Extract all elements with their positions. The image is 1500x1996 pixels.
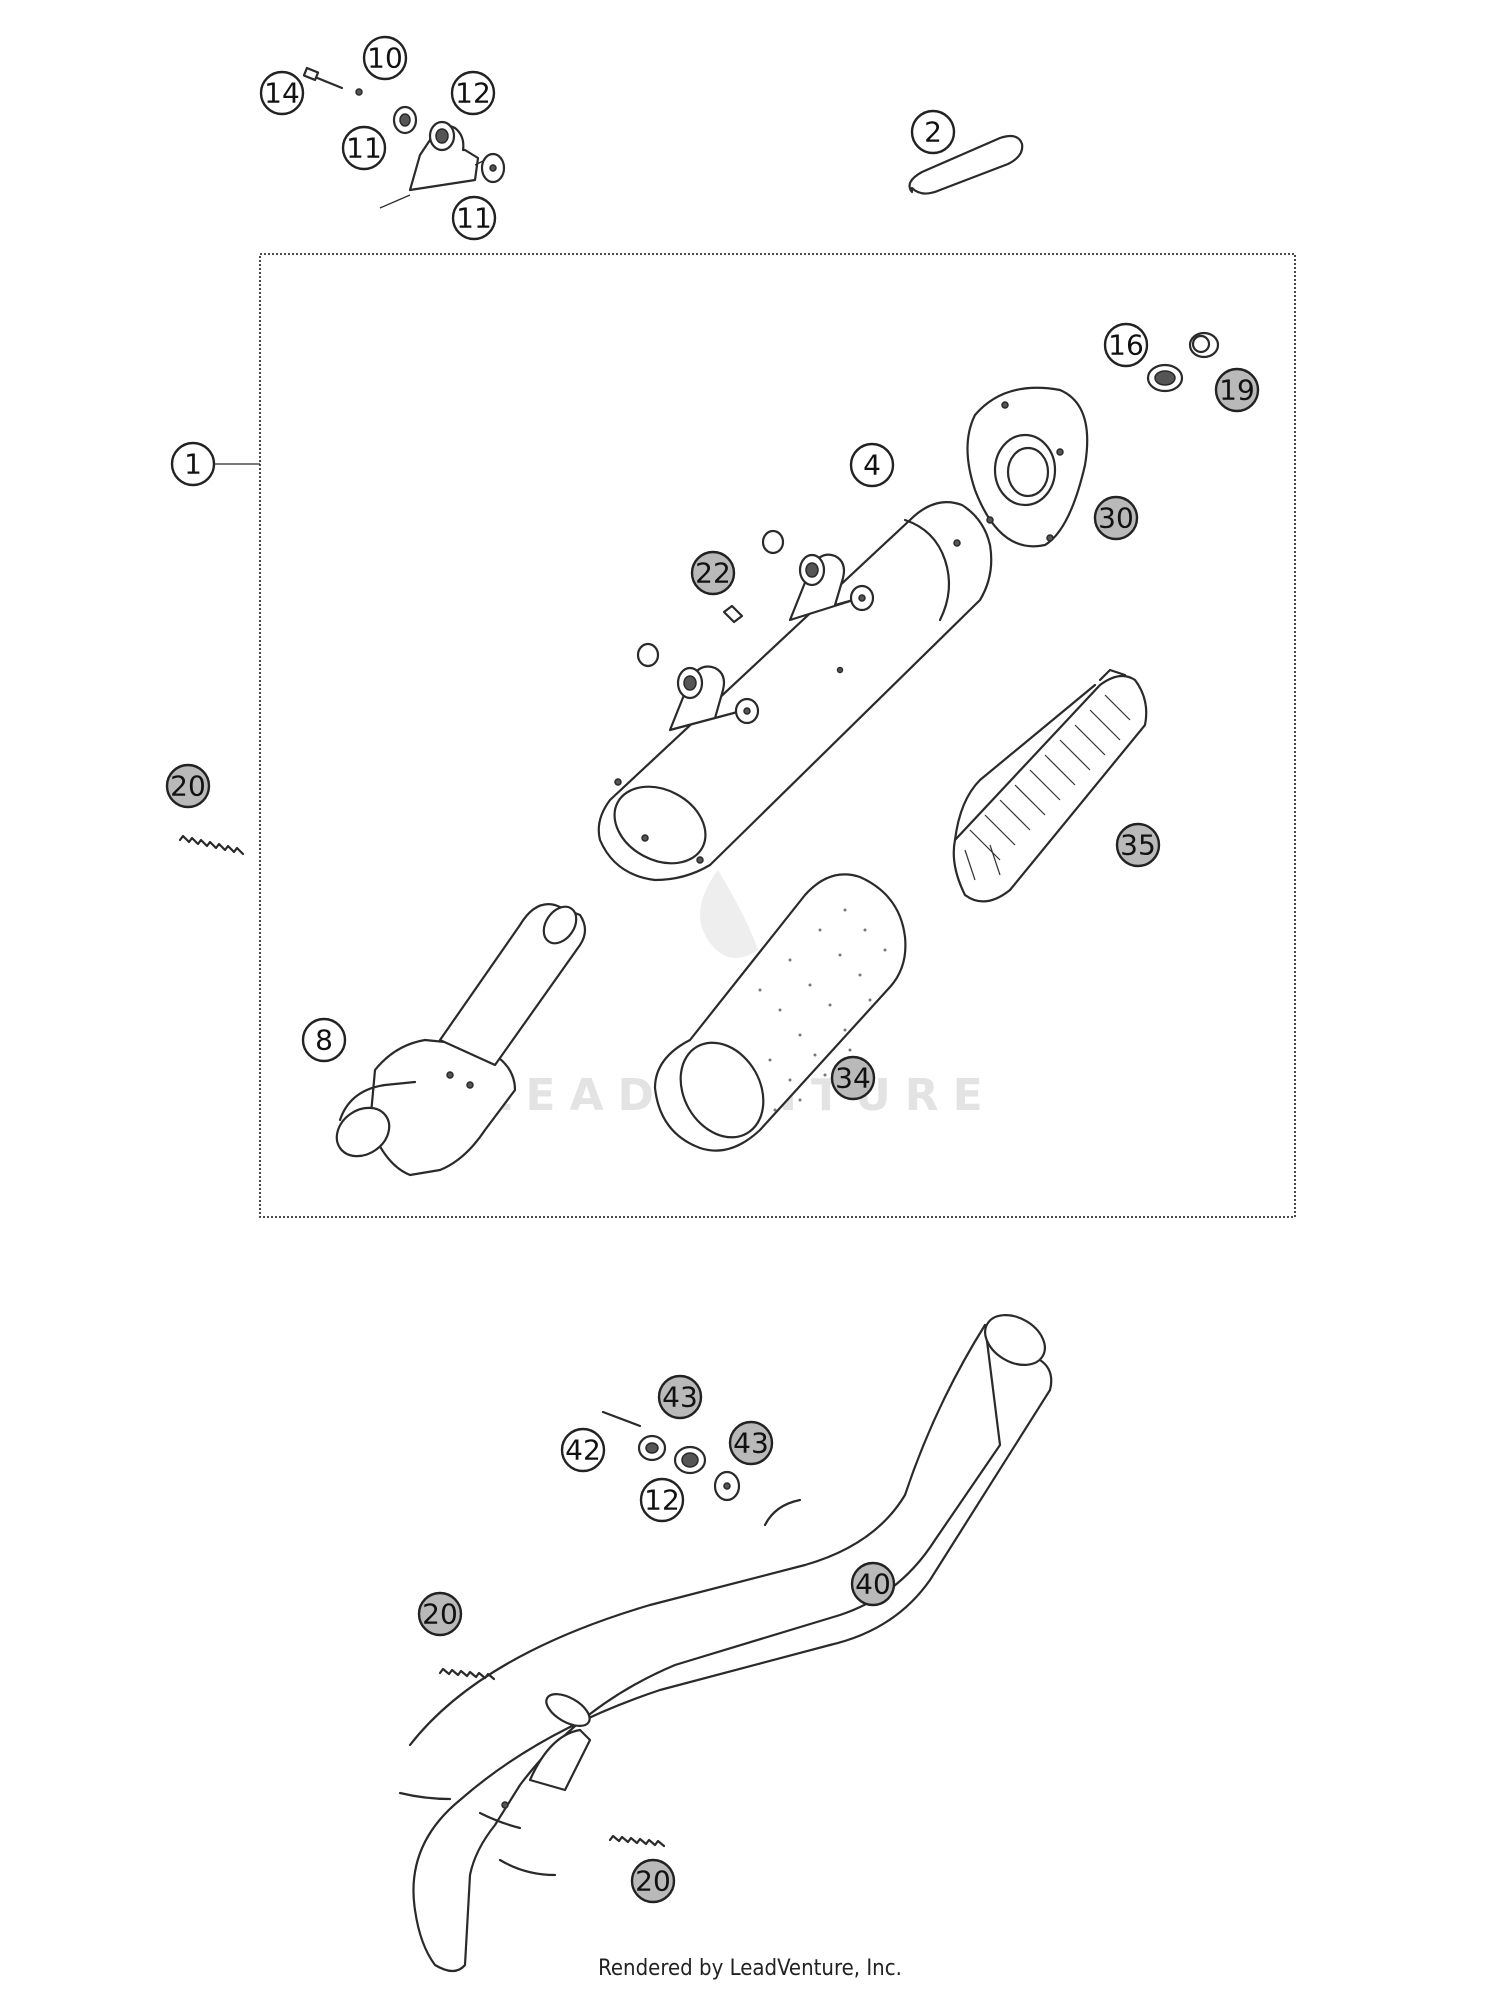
callout-label: 22 [695,557,731,590]
callout-label: 1 [184,448,202,481]
callout-label: 19 [1219,374,1255,407]
callout-label: 10 [367,42,403,75]
footer-credit: Rendered by LeadVenture, Inc. [598,1956,902,1981]
callout-42: 42 [560,1427,606,1473]
callout-label: 12 [455,77,491,110]
bracket-hardware-lower [601,1410,741,1502]
gasket-part-2 [908,134,1024,195]
callout-1: 1 [170,441,216,487]
callout-43-right: 43 [728,1420,774,1466]
callout-11-upper: 11 [341,125,387,171]
callout-label: 30 [1098,502,1134,535]
perforated-tube-part-34 [653,873,907,1152]
end-cap-part-30 [966,386,1089,548]
callout-label: 20 [635,1865,671,1898]
spring-part-20-left [178,834,245,856]
callout-12-bottom: 12 [639,1477,685,1523]
callout-label: 2 [924,116,942,149]
callout-label: 42 [565,1434,601,1467]
callout-2: 2 [910,109,956,155]
callout-30: 30 [1093,495,1139,541]
callout-label: 20 [422,1598,458,1631]
callout-label: 40 [855,1568,891,1601]
callout-label: 20 [170,770,206,803]
callout-35: 35 [1115,822,1161,868]
silencer-body [597,501,993,882]
header-pipe-part-40 [398,1314,1053,1973]
callout-4: 4 [849,442,895,488]
callout-20-middle: 20 [417,1591,463,1637]
callout-label: 34 [835,1062,871,1095]
packing-part-35 [952,668,1148,903]
callout-12-top: 12 [450,70,496,116]
callout-label: 35 [1120,829,1156,862]
callout-34: 34 [830,1055,876,1101]
callout-label: 16 [1108,329,1144,362]
callout-11-lower: 11 [451,195,497,241]
callout-label: 12 [644,1484,680,1517]
bracket-assembly-top-left [302,66,506,209]
screw-part-22 [722,604,744,624]
inlet-pipe-part-8 [335,903,587,1177]
callout-20-left: 20 [165,763,211,809]
spring-part-20-bottom [608,1834,666,1848]
kit-box-outline [259,253,1296,1218]
callout-8: 8 [301,1017,347,1063]
callout-label: 43 [662,1381,698,1414]
nut-part-16 [1146,363,1184,393]
callout-19: 19 [1214,367,1260,413]
callout-label: 14 [264,77,300,110]
callout-43-top: 43 [657,1374,703,1420]
callout-label: 11 [456,202,492,235]
washer-part-19 [1188,331,1220,359]
callout-20-bottom: 20 [630,1858,676,1904]
callout-10: 10 [362,35,408,81]
callout-label: 8 [315,1024,333,1057]
callout-label: 43 [733,1427,769,1460]
callout-40: 40 [850,1561,896,1607]
callout-22: 22 [690,550,736,596]
callout-14: 14 [259,70,305,116]
callout-16: 16 [1103,322,1149,368]
callout-label: 11 [346,132,382,165]
callout-label: 4 [863,449,881,482]
